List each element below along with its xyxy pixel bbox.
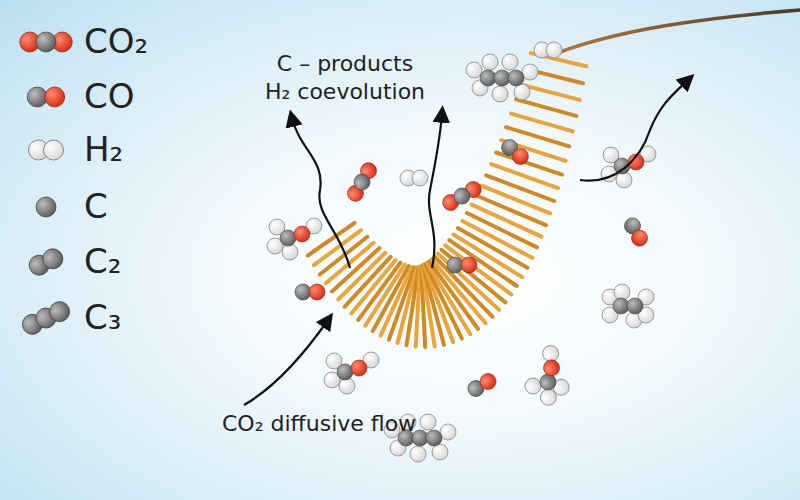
- legend-text: CO: [84, 78, 135, 115]
- legend-text: C₂: [84, 243, 121, 280]
- legend-text: CO₂: [84, 23, 148, 60]
- copper-strand: [486, 175, 554, 201]
- legend-text: C₃: [84, 299, 121, 336]
- annotation-label: H₂ coevolution: [265, 80, 425, 104]
- copper-strand: [416, 267, 420, 347]
- molecules: [267, 42, 656, 462]
- legend-samples: [19, 32, 73, 338]
- flow-arrows: [244, 80, 688, 405]
- legend-text: C: [84, 188, 108, 225]
- wire: [560, 10, 800, 52]
- annotation-label: C – products: [277, 52, 413, 76]
- copper-strand: [516, 99, 576, 116]
- copper-strand: [511, 114, 573, 132]
- copper-strand: [481, 186, 550, 214]
- legend-text: H₂: [84, 131, 123, 168]
- copper-strand: [477, 196, 546, 226]
- copper-strand: [438, 254, 499, 310]
- copper-strand: [491, 164, 558, 188]
- annotation-label: CO₂ diffusive flow: [222, 412, 416, 436]
